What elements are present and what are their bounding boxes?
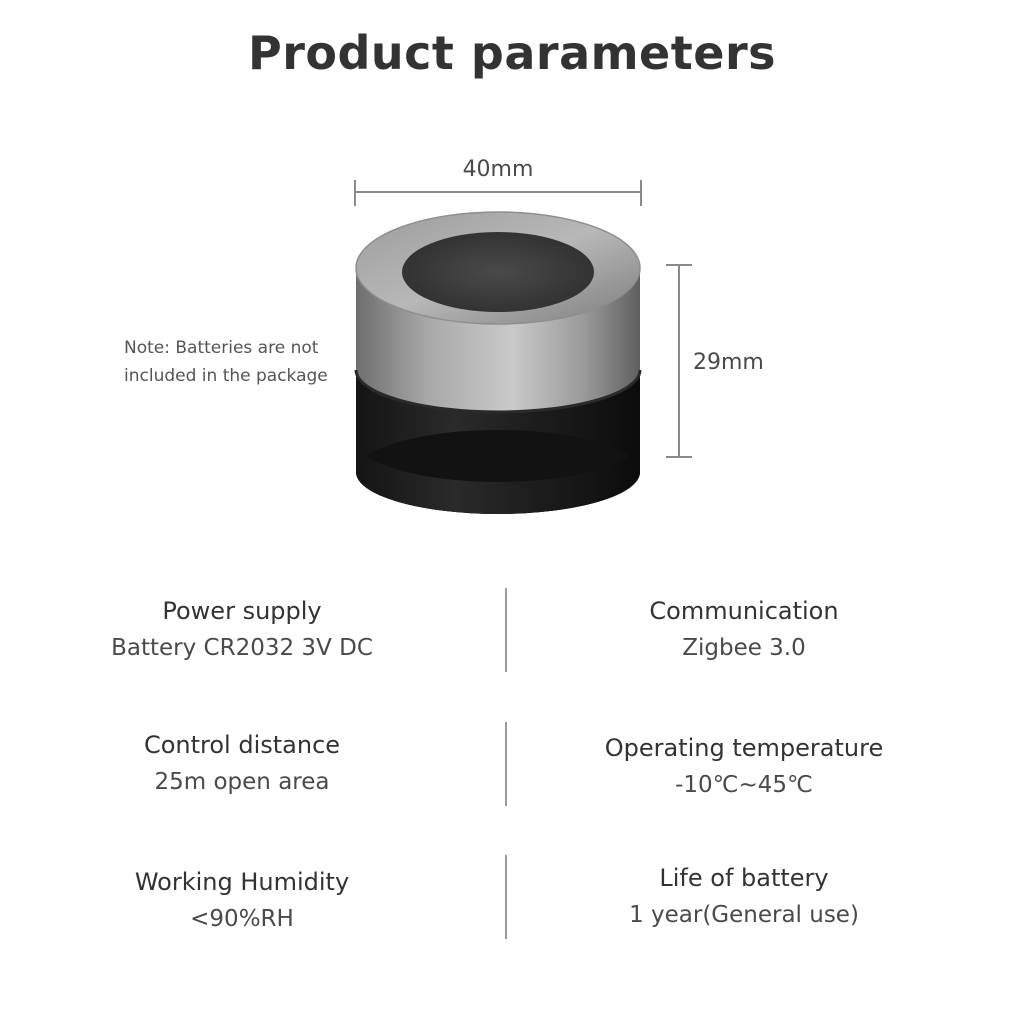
param-label: Life of battery	[659, 864, 829, 892]
column-divider	[505, 722, 507, 806]
param-value: Battery CR2032 3V DC	[111, 635, 373, 661]
param-value: 25m open area	[154, 769, 330, 795]
param-value: 1 year(General use)	[629, 902, 859, 928]
param-operating-temperature: Operating temperature -10℃~45℃	[514, 731, 974, 805]
height-label: 29mm	[693, 350, 764, 375]
battery-note: Note: Batteries are not included in the …	[124, 334, 354, 390]
param-life-of-battery: Life of battery 1 year(General use)	[514, 861, 974, 935]
column-divider	[505, 588, 507, 672]
device-body	[354, 211, 642, 514]
note-line: included in the package	[124, 366, 328, 386]
column-divider	[505, 855, 507, 939]
page-title: Product parameters	[247, 26, 777, 80]
param-value: Zigbee 3.0	[682, 635, 806, 661]
width-dimension: 40mm	[354, 157, 642, 206]
param-label: Power supply	[162, 597, 322, 625]
param-power-supply: Power supply Battery CR2032 3V DC	[12, 594, 472, 668]
width-label: 40mm	[463, 157, 534, 182]
param-control-distance: Control distance 25m open area	[12, 728, 472, 802]
param-label: Working Humidity	[134, 868, 350, 896]
note-line: Note: Batteries are not	[124, 338, 319, 358]
param-communication: Communication Zigbee 3.0	[514, 594, 974, 668]
param-label: Operating temperature	[604, 734, 884, 762]
height-dimension: 29mm	[666, 264, 764, 458]
param-value: <90%RH	[190, 906, 294, 932]
param-working-humidity: Working Humidity <90%RH	[12, 865, 472, 939]
param-label: Control distance	[143, 731, 341, 759]
param-label: Communication	[649, 597, 839, 625]
param-value: -10℃~45℃	[675, 772, 813, 798]
